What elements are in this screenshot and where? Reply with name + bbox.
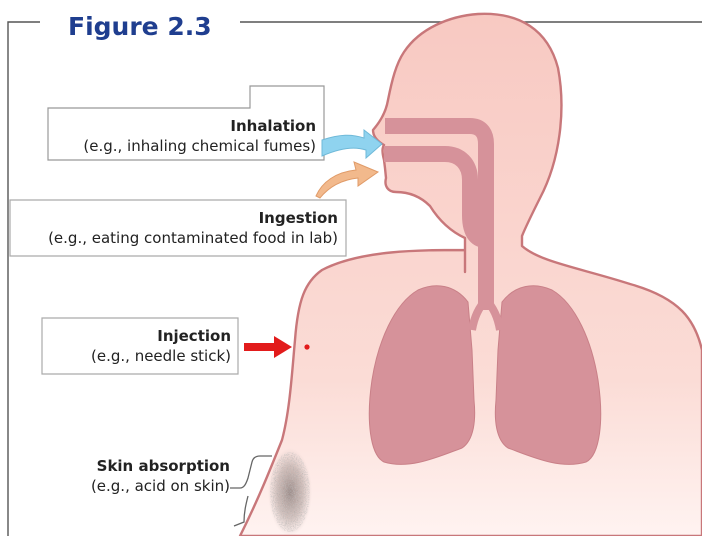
ingestion-label: Ingestion (e.g., eating contaminated foo…: [48, 208, 338, 248]
injection-example: (e.g., needle stick): [91, 346, 231, 366]
injection-arrow: [244, 336, 292, 358]
skin-absorption-label: Skin absorption (e.g., acid on skin): [91, 456, 230, 496]
skin-absorption-title: Skin absorption: [91, 456, 230, 476]
ingestion-title: Ingestion: [48, 208, 338, 228]
inhalation-label: Inhalation (e.g., inhaling chemical fume…: [83, 116, 316, 156]
injection-label: Injection (e.g., needle stick): [91, 326, 231, 366]
injection-point: [304, 344, 309, 349]
figure-title: Figure 2.3: [62, 12, 218, 41]
ingestion-arrow: [316, 162, 378, 198]
skin-absorption-example: (e.g., acid on skin): [91, 476, 230, 496]
skin-absorption-texture: [270, 452, 310, 532]
injection-title: Injection: [91, 326, 231, 346]
inhalation-example: (e.g., inhaling chemical fumes): [83, 136, 316, 156]
inhalation-title: Inhalation: [83, 116, 316, 136]
ingestion-example: (e.g., eating contaminated food in lab): [48, 228, 338, 248]
